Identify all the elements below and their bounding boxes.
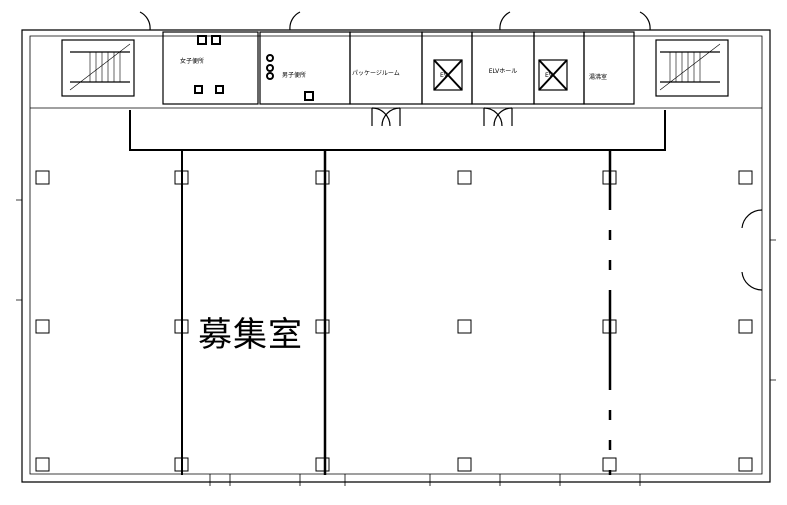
package-room-label: パッケージルーム [352, 70, 400, 77]
toilets [194, 35, 314, 101]
mens-restroom-label: 男子便所 [282, 72, 307, 79]
door [139, 11, 651, 31]
stair-right [655, 39, 729, 97]
door [371, 107, 401, 127]
stair-left [61, 39, 135, 97]
womens-restroom-label: 女子便所 [180, 58, 205, 65]
columns [35, 170, 753, 472]
ev1-wall [421, 31, 473, 105]
womens-restroom-wall [162, 31, 259, 105]
elevator-hall-label: ELVホール [488, 68, 518, 75]
outer-wall [21, 29, 771, 483]
elevator-2-label: EV [545, 72, 553, 79]
main-room-label: 募集室 [198, 315, 303, 355]
ev1-shaft [433, 59, 463, 91]
elevator-1-label: EV [440, 72, 448, 79]
corridor-wall [129, 110, 666, 151]
door [741, 209, 763, 291]
kitchen-wall [583, 31, 635, 105]
door [483, 107, 513, 127]
ev2-shaft [538, 59, 568, 91]
inner-wall [29, 35, 763, 475]
window-ticks [16, 199, 776, 486]
kitchenette-label: 湯沸室 [589, 74, 608, 81]
